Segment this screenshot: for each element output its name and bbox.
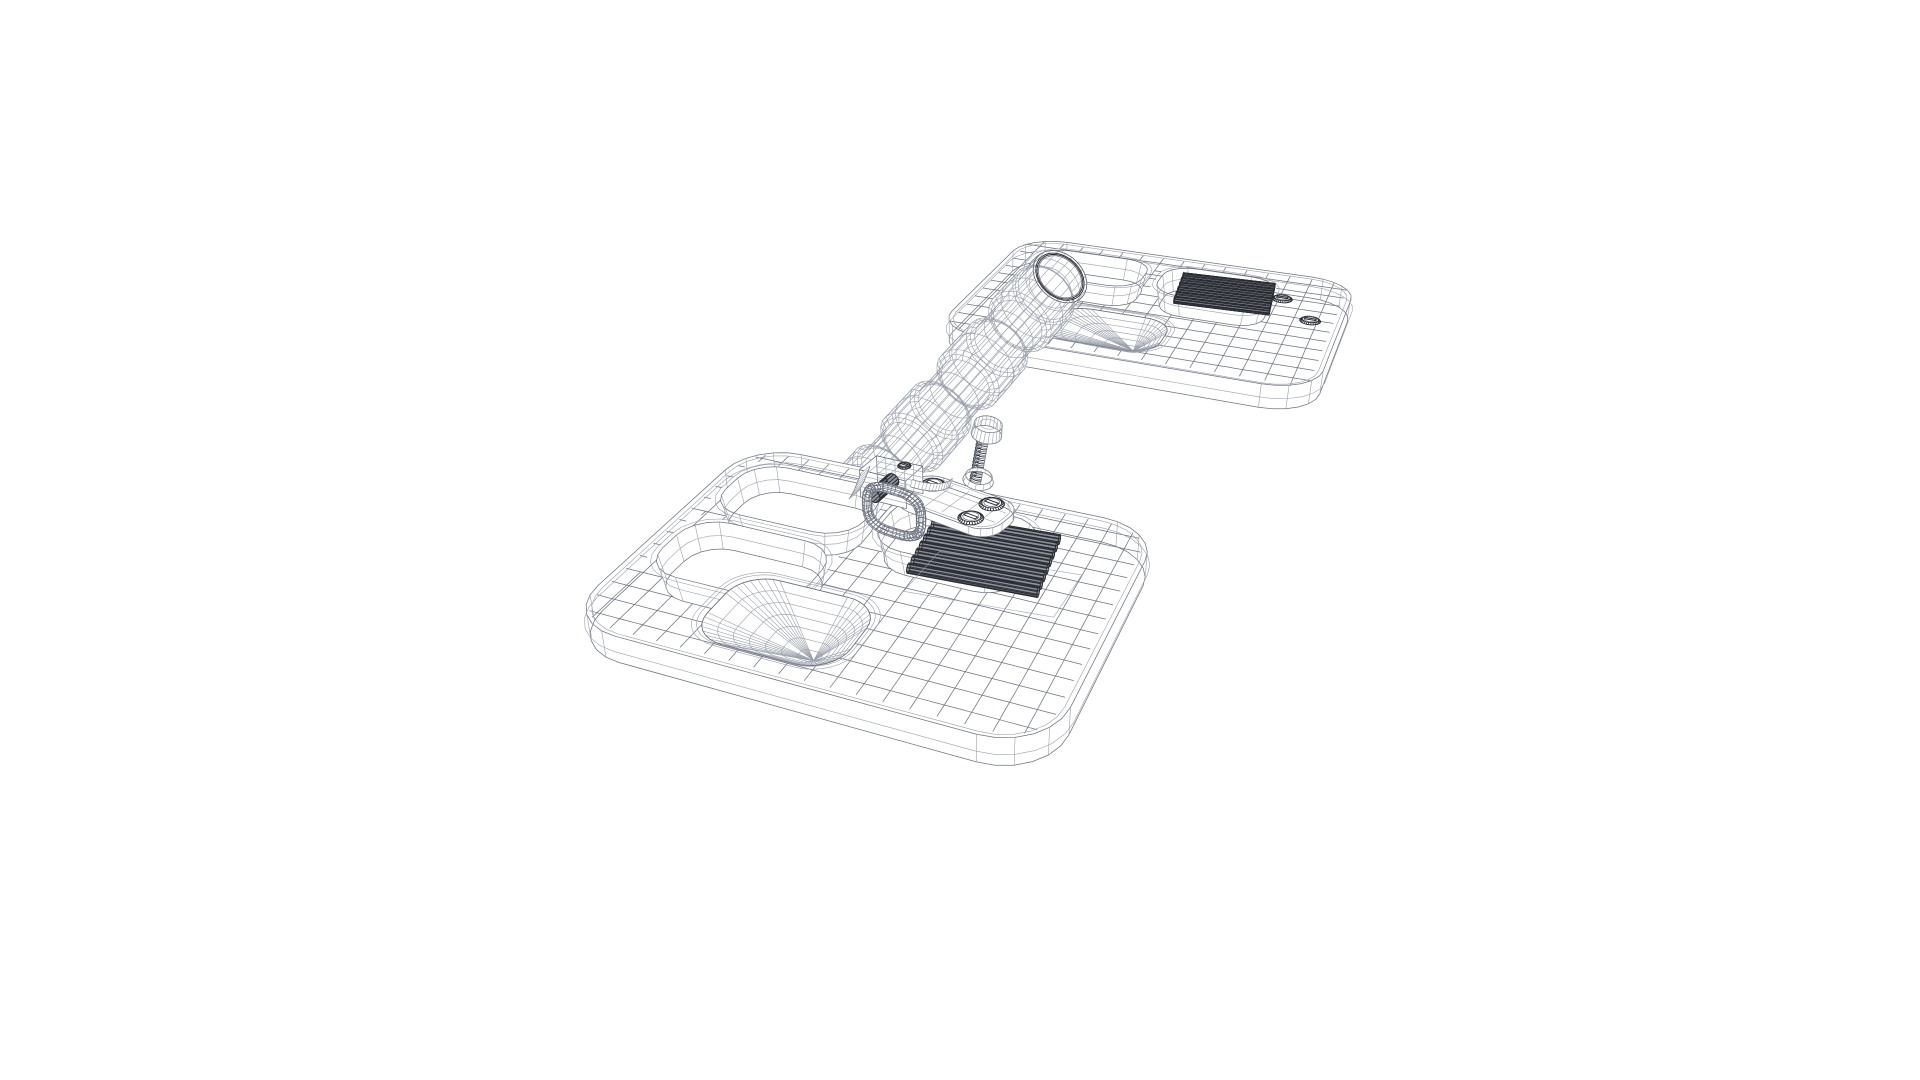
- reflector-socket-far: [1039, 304, 1175, 353]
- reflector-socket-near: [690, 572, 881, 670]
- near-pedal-body: [584, 453, 1151, 766]
- strap-buckle-loop: [862, 482, 926, 541]
- threaded-adjustment-bolt: [963, 416, 1003, 491]
- far-pedal-body: [945, 242, 1353, 409]
- far-pedal-fastener-pads: [1271, 294, 1322, 326]
- toe-clip-bracket: [849, 456, 953, 541]
- far-pedal-traction-pins: [1173, 271, 1276, 317]
